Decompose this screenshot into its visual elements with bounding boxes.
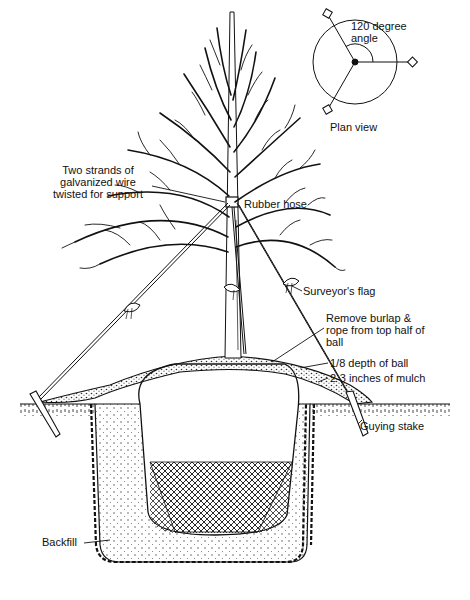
leader-line xyxy=(272,328,324,362)
root-ball xyxy=(150,462,292,533)
mulch-layer xyxy=(40,356,372,404)
tree-twigs xyxy=(248,72,262,95)
tree-branches xyxy=(235,164,320,202)
tree-branches xyxy=(75,221,228,242)
surveyors-flag xyxy=(126,308,132,319)
tree-twigs xyxy=(300,150,315,168)
tree-branches xyxy=(160,113,230,172)
tree-twigs xyxy=(200,65,212,90)
tree-branches xyxy=(235,118,300,177)
surveyors-flag xyxy=(283,278,299,286)
callout-label: Guying stake xyxy=(360,420,424,432)
plan-view-symbol xyxy=(323,9,333,19)
surveyors-flag xyxy=(233,290,234,300)
plan-view-symbol xyxy=(328,62,355,109)
tree-twigs xyxy=(160,140,180,165)
tree-branches xyxy=(236,240,335,267)
plan-view-symbol xyxy=(408,57,418,67)
guy-wire xyxy=(232,207,244,354)
surveyors-flag xyxy=(224,284,240,292)
tree-branches xyxy=(184,74,230,147)
root-ball xyxy=(139,364,299,535)
root-ball xyxy=(139,364,299,535)
guy-wire xyxy=(40,205,230,400)
tree-twigs xyxy=(160,205,175,229)
callout-label: Remove burlap & rope from top half of ba… xyxy=(326,312,426,348)
ground-surface xyxy=(20,404,95,416)
tree-twigs xyxy=(85,224,120,228)
ground-surface xyxy=(310,403,450,404)
tree-twigs xyxy=(62,40,345,271)
guy-wire xyxy=(38,203,228,398)
plan-view-symbol xyxy=(313,9,417,115)
surveyors-flag xyxy=(286,283,292,294)
tree-twigs xyxy=(175,120,195,140)
tree-twigs xyxy=(192,92,205,115)
plan-view-symbol xyxy=(352,59,358,65)
root-ball xyxy=(150,462,292,532)
leader-line xyxy=(152,186,225,202)
tree-twigs xyxy=(310,240,332,245)
tree-twigs xyxy=(140,222,160,240)
view-label: Plan view xyxy=(330,121,377,133)
ground-surface xyxy=(310,404,450,416)
surveyors-flag xyxy=(124,278,299,319)
callout-label: Surveyor's flag xyxy=(303,285,375,297)
guying-stake xyxy=(30,391,368,437)
tree-twigs xyxy=(280,220,300,235)
tree-trunk xyxy=(225,12,241,358)
tree-twigs xyxy=(262,130,280,150)
leader-line xyxy=(292,286,302,291)
tree-twigs xyxy=(62,242,75,248)
tree-twigs xyxy=(255,100,268,120)
tree-twigs xyxy=(138,132,150,155)
leader-line xyxy=(300,363,328,368)
guy-wire xyxy=(239,205,352,399)
callout-label: Rubber hose xyxy=(244,198,307,210)
guy-wire xyxy=(38,203,352,400)
tree-branches xyxy=(233,30,246,100)
callout-label: 2-3 inches of mulch xyxy=(330,372,425,384)
tree-twigs xyxy=(308,198,325,205)
guy-wire xyxy=(234,207,246,354)
dimension-label: 1/8 depth of ball xyxy=(330,357,408,369)
plan-view-symbol xyxy=(355,62,411,63)
tree-twigs xyxy=(80,264,100,269)
tree-twigs xyxy=(210,40,220,65)
plan-view-symbol xyxy=(328,15,355,62)
tree-branches xyxy=(234,52,256,127)
tree-twigs xyxy=(241,45,252,70)
tree-twigs xyxy=(105,230,130,245)
tree-branches xyxy=(100,244,228,264)
leader-line xyxy=(318,378,328,382)
callout-label: Backfill xyxy=(42,536,77,548)
plan-view-symbol xyxy=(323,105,333,115)
tree-branches xyxy=(217,28,231,95)
tree-twigs xyxy=(335,267,345,271)
tree-twigs xyxy=(285,105,295,128)
plan-view-symbol xyxy=(346,44,373,62)
tree-trunk xyxy=(225,12,241,358)
tree-twigs xyxy=(275,160,292,178)
callout-label: Two strands of galvanized wire twisted f… xyxy=(44,164,152,200)
leader-line xyxy=(84,540,110,543)
planting-hole xyxy=(311,404,314,545)
mulch-layer xyxy=(40,356,372,404)
ground-surface xyxy=(20,403,95,404)
angle-label: 120 degree angle xyxy=(351,20,411,44)
leader-line xyxy=(84,186,362,543)
guying-stake xyxy=(30,391,60,437)
